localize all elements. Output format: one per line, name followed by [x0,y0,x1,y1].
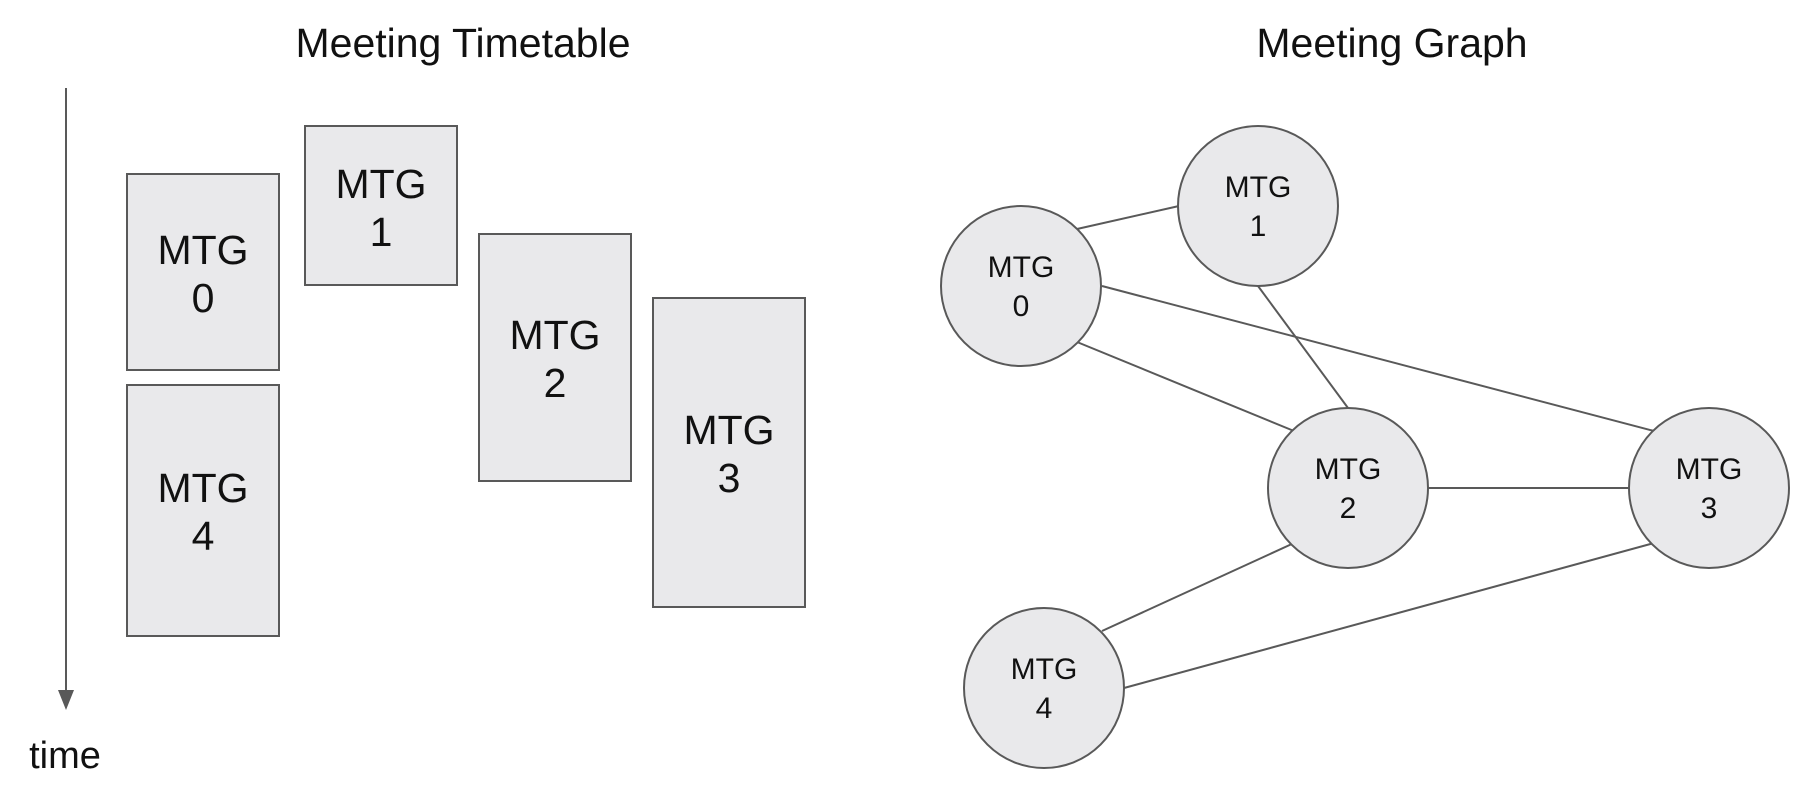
svg-text:3: 3 [1701,492,1718,525]
svg-text:MTG: MTG [509,312,600,358]
edge-0-3 [1101,285,1655,432]
timetable-title: Meeting Timetable [295,20,630,66]
svg-text:2: 2 [544,360,567,406]
time-axis-arrowhead [58,690,74,710]
svg-text:3: 3 [718,455,741,501]
graph-edges [1076,205,1655,689]
svg-text:MTG: MTG [1011,653,1078,686]
graph-node-3: MTG 3 [1628,407,1790,569]
meeting-block-0: MTG 0 [126,173,280,371]
meeting-block-4: MTG 4 [126,384,280,637]
edge-0-2 [1076,341,1295,432]
svg-text:MTG: MTG [683,407,774,453]
edge-2-4 [1101,542,1295,632]
svg-text:MTG: MTG [1225,171,1292,204]
meeting-block-2: MTG 2 [478,233,632,482]
svg-text:4: 4 [192,513,215,559]
svg-text:0: 0 [1013,290,1030,323]
graph-title: Meeting Graph [1256,20,1527,66]
graph-node-4: MTG 4 [963,607,1125,769]
meeting-block-3: MTG 3 [652,297,806,608]
svg-text:MTG: MTG [1676,453,1743,486]
graph-node-1: MTG 1 [1177,125,1339,287]
edge-3-4 [1123,542,1655,689]
svg-text:MTG: MTG [157,227,248,273]
svg-text:MTG: MTG [1315,453,1382,486]
meeting-block-1: MTG 1 [304,125,458,286]
edge-0-1 [1076,205,1180,230]
graph-panel: Meeting Graph MTG 0 MTG 1 MTG 2 [940,20,1790,769]
svg-text:1: 1 [1250,210,1267,243]
graph-node-0: MTG 0 [940,205,1102,367]
svg-text:MTG: MTG [335,161,426,207]
svg-text:MTG: MTG [988,251,1055,284]
graph-node-2: MTG 2 [1267,407,1429,569]
svg-text:4: 4 [1036,692,1053,725]
svg-text:MTG: MTG [157,465,248,511]
time-axis: time [29,88,101,777]
edge-1-2 [1257,285,1349,409]
svg-text:1: 1 [370,209,393,255]
svg-text:2: 2 [1340,492,1357,525]
time-axis-label: time [29,735,101,777]
timetable-panel: Meeting Timetable time MTG 0 MTG 1 MTG 2… [29,20,806,777]
svg-text:0: 0 [192,275,215,321]
